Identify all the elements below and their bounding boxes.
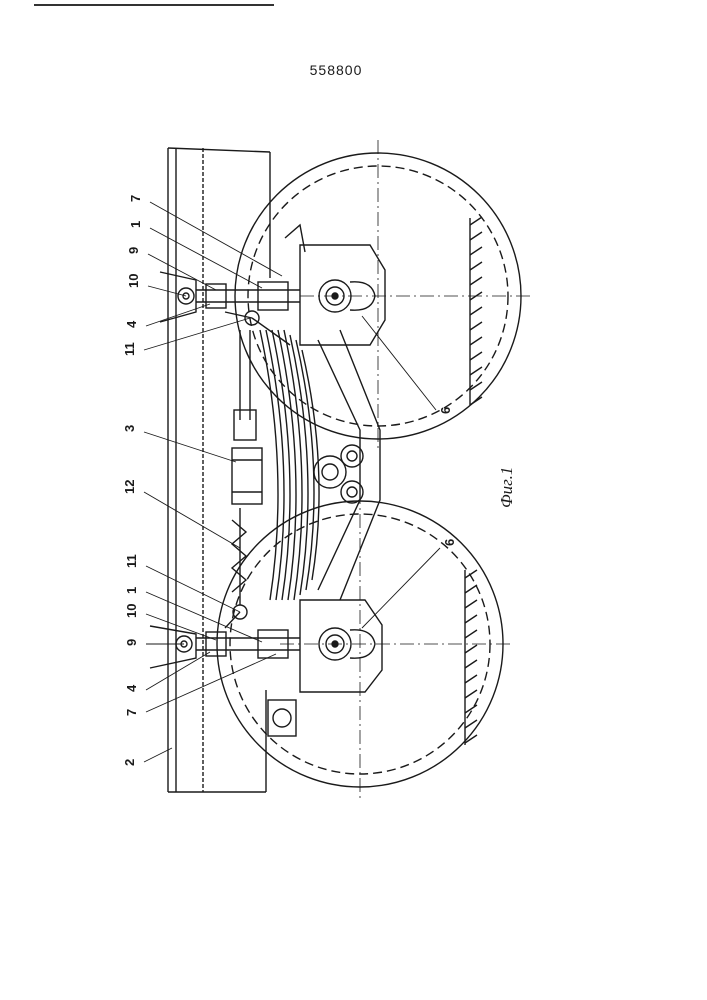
callout-4-upper: 4 — [124, 320, 139, 328]
callout-4-lower: 4 — [124, 684, 139, 692]
callout-11-upper: 11 — [122, 342, 137, 356]
callout-10-lower: 10 — [124, 604, 139, 618]
upper-axlebox — [285, 225, 385, 345]
central-pivot — [314, 445, 363, 503]
callout-1-lower: 1 — [124, 587, 139, 594]
callout-6-lower: 6 — [442, 539, 457, 546]
callout-12: 12 — [122, 480, 137, 494]
callout-11-lower: 11 — [124, 554, 139, 568]
figure-caption: Фиг.1 — [497, 467, 516, 508]
callout-1-upper: 1 — [128, 221, 143, 228]
lower-wheel — [217, 490, 512, 800]
callout-10-upper: 10 — [126, 274, 141, 288]
callout-6-upper: 6 — [438, 407, 453, 414]
callout-2: 2 — [122, 759, 137, 766]
callout-3: 3 — [122, 425, 137, 432]
leader-lines — [144, 202, 440, 762]
callout-9-upper: 9 — [126, 247, 141, 254]
callout-9-lower: 9 — [124, 639, 139, 646]
callout-7-lower: 7 — [124, 709, 139, 716]
lower-axlebox — [268, 600, 382, 736]
callout-7-upper: 7 — [128, 195, 143, 202]
